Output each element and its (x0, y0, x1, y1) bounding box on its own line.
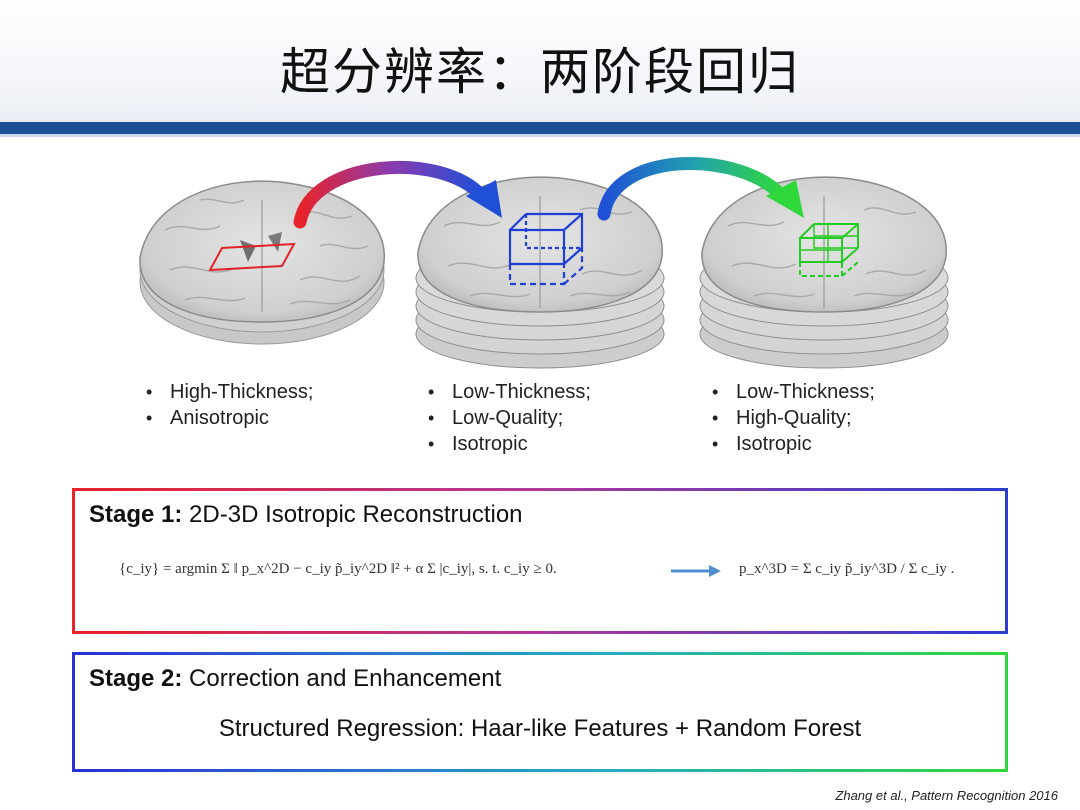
stage2-label: Stage 2: (89, 665, 183, 692)
formula-arrow-icon (671, 565, 721, 577)
bullet-item: High-Quality; (712, 405, 875, 431)
stage1-formula-left: {c_iy} = argmin Σ ‖ p_x^2D − c_iy p̃_iy^… (119, 561, 557, 577)
brain-stack-2 (415, 176, 665, 369)
stage1-title: 2D-3D Isotropic Reconstruction (189, 501, 523, 528)
stage1-heading: Stage 1: 2D-3D Isotropic Reconstruction (89, 501, 523, 529)
stage2-heading: Stage 2: Correction and Enhancement (89, 665, 501, 693)
brain-diagram (139, 157, 949, 369)
title-rule (0, 122, 1080, 134)
bullet-item: Low-Thickness; (712, 379, 875, 405)
title-rule-shadow (0, 134, 1080, 137)
bullet-item: Isotropic (712, 431, 875, 457)
stage1-formula-right: p_x^3D = Σ c_iy p̃_iy^3D / Σ c_iy . (739, 561, 955, 577)
arrow-stage2 (597, 157, 804, 221)
bullet-item: Low-Thickness; (428, 379, 591, 405)
stage1-box: Stage 1: 2D-3D Isotropic Reconstruction … (72, 488, 1008, 634)
bullet-item: High-Thickness; (146, 379, 313, 405)
bullet-item: Low-Quality; (428, 405, 591, 431)
brain-3-bullets: Low-Thickness; High-Quality; Isotropic (712, 379, 875, 457)
title-band (0, 0, 1080, 122)
stage2-box: Stage 2: Correction and Enhancement Stru… (72, 652, 1008, 772)
blue-cube (508, 212, 584, 286)
bullet-item: Anisotropic (146, 405, 313, 431)
stage1-label: Stage 1: (89, 501, 183, 528)
slide-title: 超分辨率：两阶段回归 (280, 43, 800, 101)
stage2-body: Structured Regression: Haar-like Feature… (218, 715, 862, 742)
brain-2-bullets: Low-Thickness; Low-Quality; Isotropic (428, 379, 591, 457)
arrow-stage1 (293, 160, 502, 229)
green-cube (799, 223, 859, 277)
brain-stack-3 (699, 176, 949, 369)
brain-1-bullets: High-Thickness; Anisotropic (146, 379, 313, 431)
stage2-title: Correction and Enhancement (189, 665, 502, 692)
citation: Zhang et al., Pattern Recognition 2016 (835, 788, 1058, 803)
bullet-item: Isotropic (428, 431, 591, 457)
brain-slice-1 (139, 180, 385, 345)
red-patch (208, 242, 296, 272)
